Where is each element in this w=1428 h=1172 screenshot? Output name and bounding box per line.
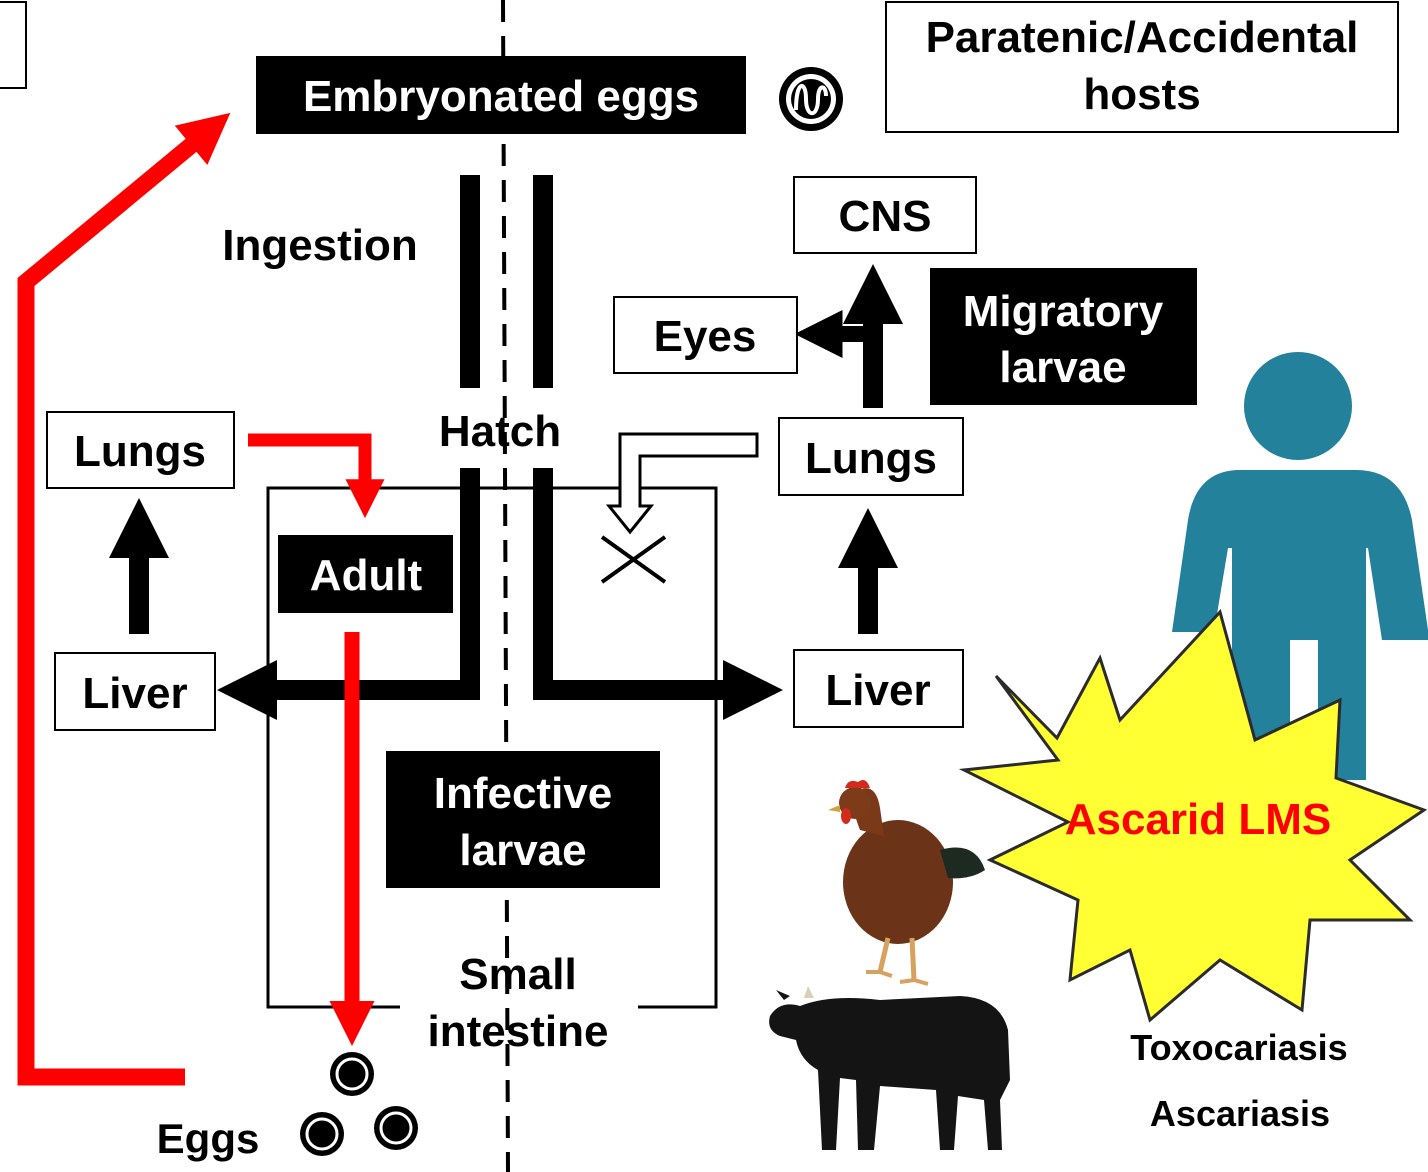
adult-label: Adult [310,551,423,600]
cow-image [769,986,1010,1150]
toxocariasis-label: Toxocariasis [1130,1027,1347,1068]
cropped-box [0,2,26,88]
eggs-label: Eggs [157,1115,260,1162]
hatch-label: Hatch [439,407,561,456]
eggs-icon [300,1052,418,1156]
lungs-label-left: Lungs [74,427,206,476]
small-intestine-label-2: intestine [428,1007,609,1056]
chicken-image [828,780,985,984]
hatch-path-right [543,468,755,690]
red-arrow-lungs-to-adult [248,440,365,500]
cns-label: CNS [839,192,932,241]
infective-larvae-label-1: Infective [434,769,613,818]
red-arrow-eggs-to-embryonated [26,128,212,1077]
blocked-route-arrow [609,434,757,532]
paratenic-hosts-label-1: Paratenic/Accidental [926,13,1359,62]
lungs-label-right: Lungs [805,434,937,483]
eyes-label: Eyes [654,312,757,361]
migratory-larvae-label-1: Migratory [963,287,1164,336]
liver-label-left: Liver [82,669,187,718]
infective-larvae-label-2: larvae [459,826,586,875]
paratenic-hosts-label-2: hosts [1083,70,1200,119]
liver-label-right: Liver [825,666,930,715]
x-mark-icon [602,537,665,582]
small-intestine-label-1: Small [459,950,576,999]
ascariasis-label: Ascariasis [1150,1093,1330,1134]
embryonated-eggs-label: Embryonated eggs [303,72,699,121]
migratory-larvae-label-2: larvae [999,343,1126,392]
ascarid-lms-label: Ascarid LMS [1065,795,1332,844]
ingestion-label: Ingestion [222,221,418,270]
ascarid-egg-icon [779,67,843,131]
